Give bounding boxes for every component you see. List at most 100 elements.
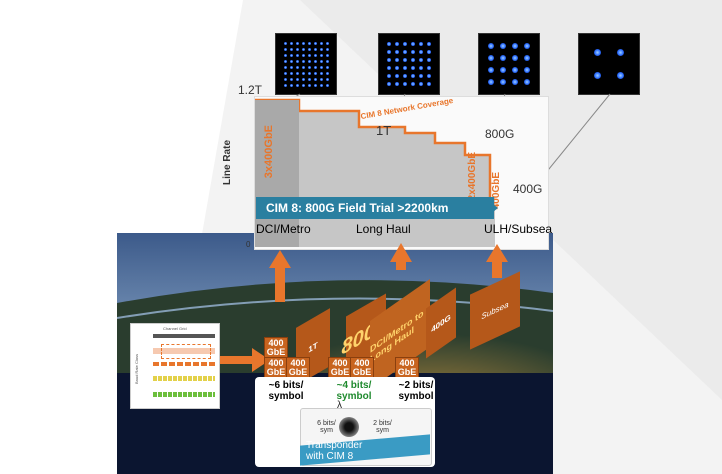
constellation-point [289, 77, 293, 81]
constellation-point [283, 71, 287, 75]
constellation-point [295, 83, 299, 87]
constellation-point [387, 74, 391, 78]
constellation-point [411, 42, 415, 46]
constellation-point [512, 67, 518, 73]
constellation-point [325, 71, 329, 75]
spectrum-row [153, 376, 215, 381]
constellation-point [395, 66, 399, 70]
constellation-point [403, 50, 407, 54]
constellation-point [307, 41, 311, 45]
spectrum-highlight [161, 344, 211, 359]
constellation-point [411, 74, 415, 78]
bits-2: ~2 bits/ symbol [392, 380, 440, 402]
constellation-point [325, 83, 329, 87]
constellation-point [395, 42, 399, 46]
constellation-point [301, 53, 305, 57]
constellation-point [283, 59, 287, 63]
field-trial-banner: CIM 8: 800G Field Trial >2200km [256, 197, 494, 219]
rate-label-1-2t: 1.2T [238, 83, 263, 97]
segment-dci [255, 100, 299, 247]
region-dci: DCI/Metro [256, 222, 311, 236]
constellation-point [403, 58, 407, 62]
constellation-point [395, 82, 399, 86]
constellation-point [325, 59, 329, 63]
constellation-point [419, 42, 423, 46]
bits-4: ~4 bits/ symbol [330, 380, 378, 402]
constellation-point [319, 41, 323, 45]
constellation-point [395, 58, 399, 62]
constellation-point [319, 59, 323, 63]
spectrum-row [153, 392, 215, 397]
constellation-point [387, 50, 391, 54]
constellation-point [500, 67, 506, 73]
constellation-point [427, 50, 431, 54]
gbe-box: 400 GbE [395, 357, 419, 379]
constellation-16qam [478, 33, 540, 95]
constellation-point [289, 83, 293, 87]
constellation-point [313, 77, 317, 81]
lambda-symbol: λ [337, 400, 342, 411]
constellation-point [488, 55, 494, 61]
constellation-point [319, 71, 323, 75]
constellation-point [512, 55, 518, 61]
constellation-point [403, 74, 407, 78]
constellation-point [325, 53, 329, 57]
constellation-point [500, 55, 506, 61]
constellation-point [387, 82, 391, 86]
constellation-point [403, 82, 407, 86]
constellation-point [395, 50, 399, 54]
constellation-point [283, 41, 287, 45]
rate-label-800g: 800G [485, 127, 515, 141]
constellation-point [500, 79, 506, 85]
constellation-point [524, 43, 530, 49]
constellation-point [319, 77, 323, 81]
constellation-point [419, 66, 423, 70]
constellation-point [411, 82, 415, 86]
constellation-point [419, 74, 423, 78]
constellation-qpsk [578, 33, 640, 95]
constellation-point [403, 66, 407, 70]
bits-2-text: ~2 bits/ symbol [398, 380, 434, 402]
region-long-haul: Long Haul [356, 222, 411, 236]
constellation-point [307, 53, 311, 57]
constellation-point [301, 77, 305, 81]
gbe-box: 400 GbE [264, 337, 288, 359]
constellation-point [387, 58, 391, 62]
constellation-point [289, 65, 293, 69]
constellation-point [319, 83, 323, 87]
constellation-point [295, 47, 299, 51]
banner-arrowhead [484, 197, 498, 219]
constellation-point [617, 72, 624, 79]
y-zero: 0 [246, 240, 251, 249]
constellation-32qam [378, 33, 440, 95]
constellation-point [419, 50, 423, 54]
gbe-box: 400 GbE [350, 357, 374, 379]
bits-4-text: ~4 bits/ symbol [336, 380, 372, 402]
constellation-point [411, 50, 415, 54]
constellation-point [500, 43, 506, 49]
transponder-label: Transponder with CIM 8 [306, 440, 363, 462]
region-ulh: ULH/Subsea [484, 222, 553, 236]
constellation-point [295, 53, 299, 57]
constellation-point [295, 59, 299, 63]
constellation-point [295, 77, 299, 81]
constellation-point [289, 53, 293, 57]
constellation-point [301, 71, 305, 75]
constellation-point [307, 47, 311, 51]
constellation-point [283, 83, 287, 87]
constellation-point [411, 58, 415, 62]
constellation-point [301, 47, 305, 51]
transponder-note-right: 2 bits/ sym [373, 420, 392, 434]
rate-label-1t: 1T [376, 123, 392, 138]
transponder-lens-icon [339, 417, 359, 437]
constellation-point [307, 71, 311, 75]
constellation-point [427, 58, 431, 62]
spectrum-title: Channel Grid [163, 326, 187, 331]
constellation-point [307, 59, 311, 63]
constellation-point [512, 79, 518, 85]
constellation-point [307, 77, 311, 81]
bits-6-text: ~6 bits/ symbol [268, 380, 304, 402]
constellation-point [594, 49, 601, 56]
constellation-point [283, 53, 287, 57]
constellation-point [289, 59, 293, 63]
